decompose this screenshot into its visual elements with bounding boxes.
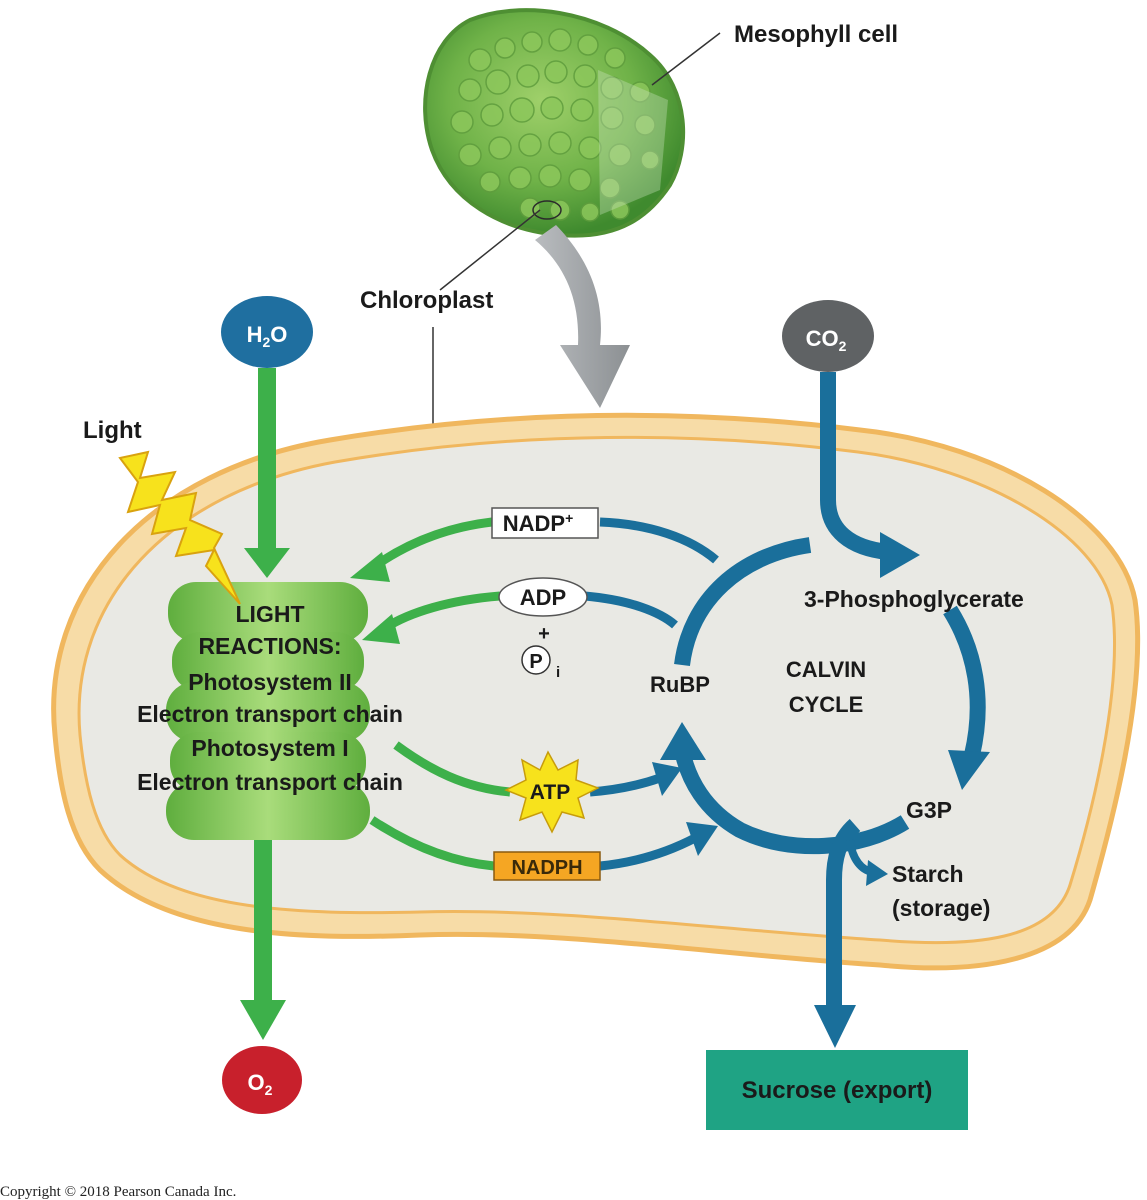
svg-text:H2O: H2O (247, 322, 288, 350)
svg-text:Photosystem II: Photosystem II (188, 669, 352, 695)
g3p-label: G3P (906, 797, 952, 823)
mesophyll-cell-image (423, 8, 686, 238)
svg-text:CALVIN: CALVIN (786, 657, 866, 682)
calvin-arrow-g3p (948, 750, 990, 790)
sucrose-output-arrow (814, 819, 861, 1048)
phosphate-label: P i (521, 645, 560, 681)
svg-text:i: i (556, 664, 560, 681)
nadp-return-arrow (350, 517, 719, 582)
svg-text:O2: O2 (248, 1070, 273, 1098)
adp-return-arrow (362, 591, 678, 644)
svg-text:ADP: ADP (520, 585, 566, 610)
svg-text:CO2: CO2 (806, 326, 847, 354)
svg-text:LIGHT: LIGHT (236, 601, 305, 627)
o2-output-arrow (240, 830, 286, 1040)
h2o-oval: H2O (221, 296, 313, 368)
svg-text:Photosystem I: Photosystem I (191, 735, 348, 761)
chloroplast-label: Chloroplast (360, 287, 493, 314)
co2-input-arrow (820, 372, 920, 578)
phosphoglycerate-label: 3-Phosphoglycerate (804, 586, 1024, 612)
thylakoid-stack-image (166, 582, 370, 840)
sucrose-box: Sucrose (export) (706, 1050, 968, 1130)
adp-label: ADP (498, 577, 588, 617)
svg-text:Electron transport chain: Electron transport chain (137, 769, 403, 795)
svg-text:NADP+: NADP+ (503, 510, 574, 536)
calvin-arrow-rubp (660, 722, 706, 760)
plus-sign: + (538, 623, 550, 645)
o2-oval: O2 (222, 1046, 302, 1114)
calvin-cycle-label: CALVIN CYCLE (786, 657, 866, 717)
svg-text:ATP: ATP (530, 781, 570, 804)
starch-label: Starch (storage) (892, 861, 990, 921)
nadph-output-arrow (369, 816, 718, 871)
atp-star: ATP (504, 750, 600, 834)
nadp-plus-label: NADP+ (491, 507, 599, 539)
starch-output-arrow (846, 839, 888, 886)
svg-text:Electron transport chain: Electron transport chain (137, 701, 403, 727)
chloroplast-leader-line-upper (439, 209, 541, 291)
rubp-label: RuBP (650, 672, 710, 697)
mesophyll-cell-label: Mesophyll cell (734, 21, 898, 48)
light-reactions-label: LIGHT REACTIONS: Photosystem II Electron… (137, 601, 403, 795)
svg-text:REACTIONS:: REACTIONS: (198, 633, 341, 659)
svg-text:NADPH: NADPH (511, 857, 582, 879)
co2-oval: CO2 (782, 300, 874, 372)
svg-text:P: P (529, 651, 542, 673)
svg-text:Sucrose (export): Sucrose (export) (742, 1077, 933, 1104)
light-label: Light (83, 417, 142, 444)
calvin-cycle-ring (674, 537, 986, 855)
magnification-arrow (535, 225, 630, 408)
h2o-input-arrow (244, 368, 290, 578)
light-bolt-icon (118, 450, 241, 605)
atp-output-arrow (393, 741, 682, 797)
copyright-text: Copyright © 2018 Pearson Canada Inc. (0, 1184, 236, 1200)
mesophyll-leader-line (651, 32, 721, 86)
svg-text:CYCLE: CYCLE (789, 692, 864, 717)
svg-text:(storage): (storage) (892, 895, 990, 921)
svg-text:Starch: Starch (892, 861, 964, 887)
nadph-label: NADPH (493, 851, 601, 881)
